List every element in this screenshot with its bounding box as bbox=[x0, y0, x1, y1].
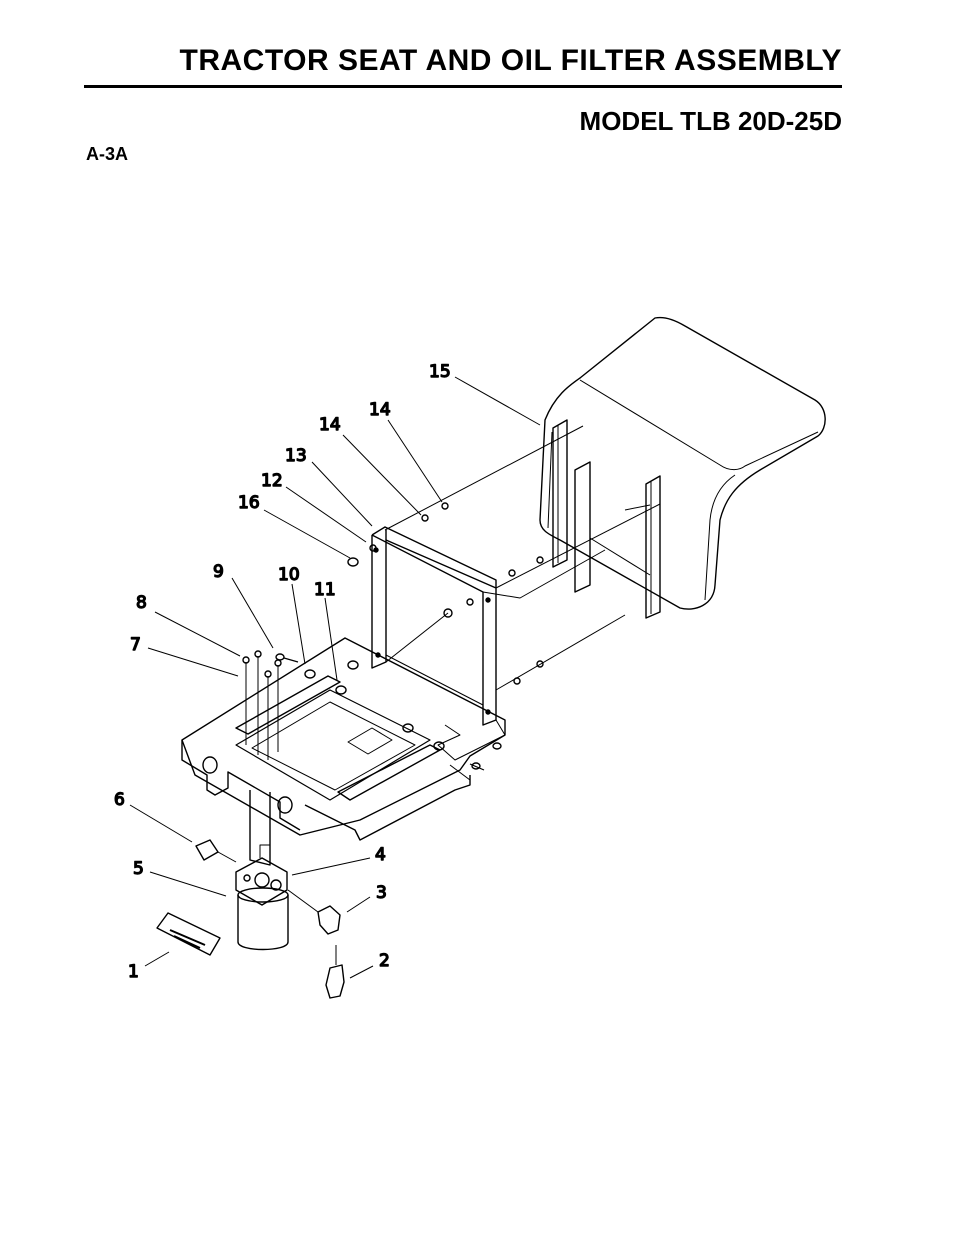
callout-10: 10 bbox=[278, 565, 300, 585]
callout-12: 12 bbox=[261, 471, 283, 491]
washers-14 bbox=[421, 502, 544, 685]
callout-6: 6 bbox=[114, 790, 125, 810]
callout-3: 3 bbox=[376, 883, 387, 903]
callout-16: 16 bbox=[238, 493, 260, 513]
bolt-9 bbox=[275, 653, 299, 663]
elbow-3 bbox=[287, 889, 341, 935]
decal-1 bbox=[156, 912, 221, 956]
callout-14b: 14 bbox=[319, 415, 341, 435]
seat-mounting-plate bbox=[371, 526, 497, 726]
assembly-lines bbox=[384, 425, 661, 761]
fitting-6 bbox=[195, 839, 237, 863]
callout-11: 11 bbox=[314, 580, 336, 600]
oil-filter bbox=[235, 790, 289, 951]
page-code: A-3A bbox=[86, 144, 129, 164]
callout-15: 15 bbox=[429, 362, 451, 382]
model-label: MODEL TLB 20D-25D bbox=[579, 106, 842, 136]
seat bbox=[539, 316, 826, 619]
misc-hardware bbox=[347, 608, 502, 771]
nut-16 bbox=[347, 557, 359, 567]
callout-9: 9 bbox=[213, 562, 224, 582]
page-title: TRACTOR SEAT AND OIL FILTER ASSEMBLY bbox=[179, 44, 842, 77]
callout-1: 1 bbox=[128, 962, 139, 982]
callout-7: 7 bbox=[130, 635, 141, 655]
nut-11 bbox=[335, 685, 347, 695]
callout-13: 13 bbox=[285, 446, 307, 466]
fitting-2 bbox=[325, 945, 345, 999]
callout-4: 4 bbox=[375, 845, 386, 865]
base-frame bbox=[181, 637, 506, 841]
leader-lines bbox=[129, 376, 541, 979]
callout-2: 2 bbox=[379, 951, 390, 971]
callout-5: 5 bbox=[133, 859, 144, 879]
callout-8: 8 bbox=[136, 593, 147, 613]
lock-washer-12 bbox=[369, 544, 377, 552]
title-rule bbox=[84, 85, 842, 88]
callout-14a: 14 bbox=[369, 400, 391, 420]
bolts-7-8 bbox=[242, 650, 282, 760]
washer-10 bbox=[304, 669, 316, 679]
